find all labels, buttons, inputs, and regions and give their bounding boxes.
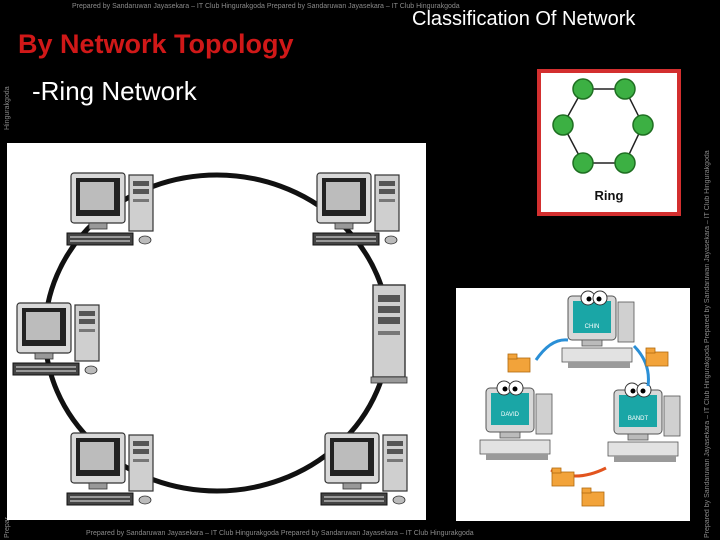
folder-icon [507, 353, 531, 373]
arrow-left-to-top [534, 338, 569, 361]
classification-title: Classification Of Network [412, 8, 636, 30]
slide-heading: By Network Topology [18, 29, 294, 59]
computer-top-left [66, 172, 154, 246]
server-tower-right [370, 284, 408, 384]
watermark-left-top: Hingurakgoda [4, 86, 11, 130]
watermark-left-bottom: Prepar [4, 516, 11, 538]
cartoon-label-david: DAVID [501, 412, 520, 418]
cartoon-label-bandt: BANDT [628, 416, 649, 422]
cartoon-computer-david: DAVID [479, 380, 553, 461]
computer-middle-left [12, 302, 100, 376]
ring-topology-icon [552, 78, 654, 174]
folder-icon [581, 487, 605, 507]
watermark-right: Prepared by Sandaruwan Jayasekara – IT C… [704, 150, 711, 538]
cartoon-label-chin: CHIN [585, 324, 600, 330]
folder-icon [551, 467, 575, 487]
folder-icon [645, 347, 669, 367]
watermark-top: Prepared by Sandaruwan Jayasekara – IT C… [72, 3, 460, 10]
ring-topology-card: Ring [537, 69, 681, 216]
computer-bottom-left [66, 432, 154, 506]
ring-card-label: Ring [594, 188, 624, 203]
cartoon-computer-bandt: BANDT [607, 382, 681, 463]
cartoon-ring-illustration: CHIN DAVID BANDT [456, 288, 690, 521]
slide-subheading: -Ring Network [32, 76, 197, 106]
computer-top-right [312, 172, 400, 246]
watermark-bottom: Prepared by Sandaruwan Jayasekara – IT C… [86, 530, 474, 537]
computer-bottom-right [320, 432, 408, 506]
ring-network-diagram [7, 143, 426, 520]
cartoon-computer-chin: CHIN [561, 290, 635, 369]
